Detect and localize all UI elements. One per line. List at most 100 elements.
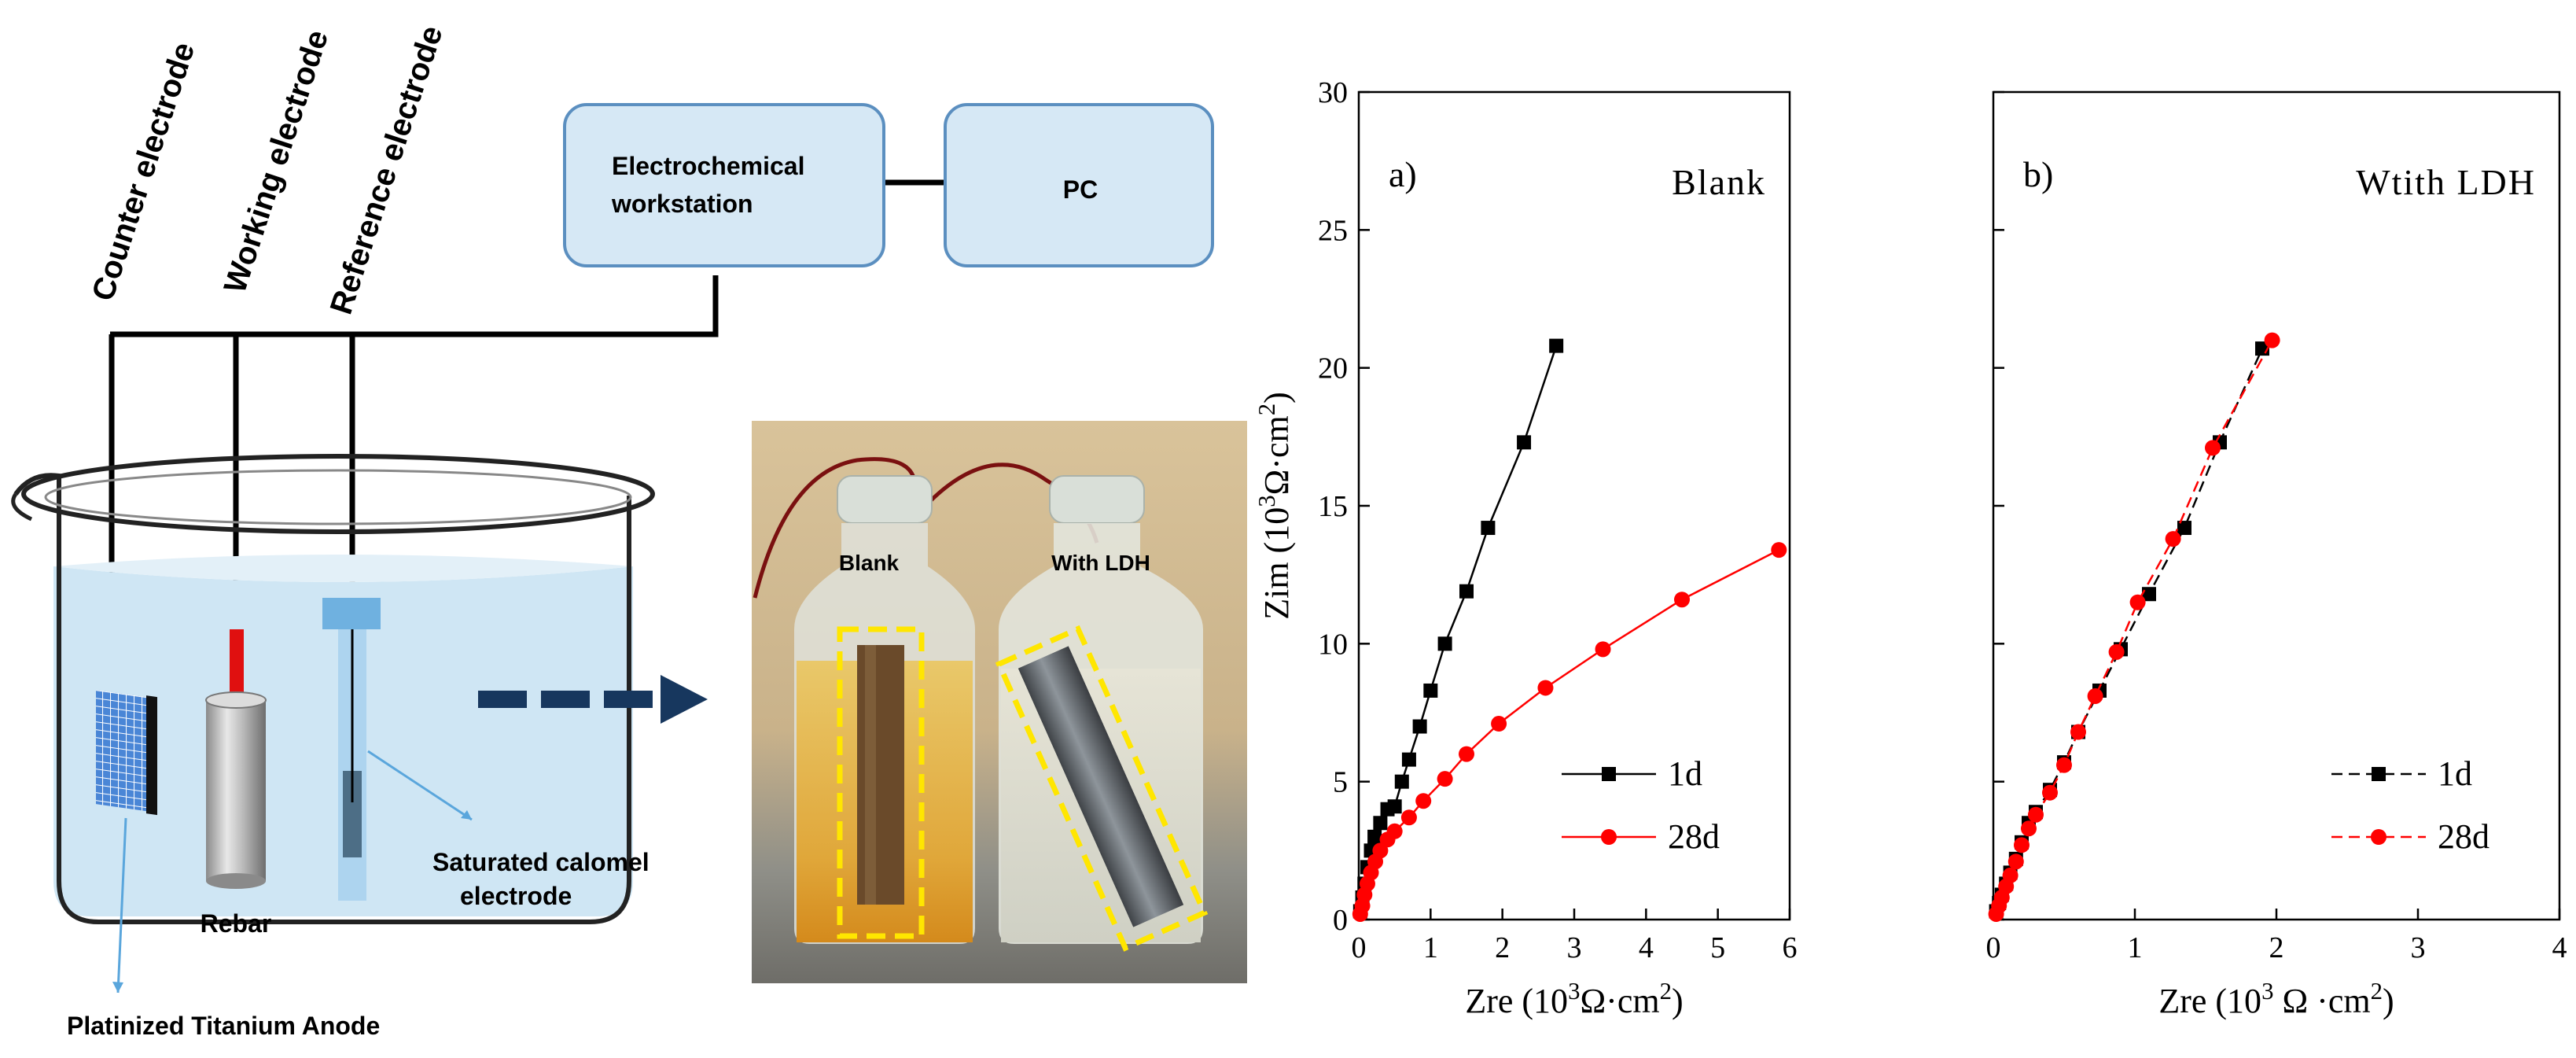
data-point-28d [2264, 332, 2280, 348]
x-tick-label: 2 [2269, 931, 2284, 964]
beaker-liquid-surface [53, 555, 633, 582]
data-point-1d [1423, 683, 1438, 698]
x-axis-label: Zre (103Ω·cm2) [1465, 978, 1683, 1020]
x-tick-label: 5 [1710, 931, 1725, 964]
y-tick-label: 15 [1318, 490, 1348, 523]
beaker-body [13, 473, 631, 924]
data-point-28d [2070, 724, 2086, 740]
left-bottle-stopper [837, 475, 933, 524]
data-point-28d [2165, 531, 2181, 547]
data-point-28d [2087, 688, 2103, 704]
anode-backplate [146, 695, 157, 816]
anode-pointer [116, 817, 127, 993]
x-tick-label: 0 [1352, 931, 1367, 964]
beaker-inner-rim [44, 469, 632, 525]
data-point-28d [1400, 809, 1417, 826]
data-point-28d [2205, 440, 2221, 456]
sce-label-2: electrode [460, 882, 572, 910]
plot-frame [1357, 90, 1791, 921]
panel-label: a) [1389, 154, 1417, 194]
sce-pointer [367, 750, 473, 821]
data-point-1d [1367, 829, 1382, 844]
legend-marker-1d [1602, 767, 1616, 781]
rebar-label: Rebar [201, 909, 272, 938]
data-point-1d [1517, 435, 1532, 450]
bus-wire [110, 275, 719, 337]
x-tick-label: 3 [1567, 931, 1582, 964]
y-tick-label: 10 [1318, 628, 1348, 661]
workstation-label-2: workstation [611, 190, 753, 218]
sce-cap [322, 598, 381, 629]
beaker-rim [21, 454, 655, 534]
data-point-28d [2042, 784, 2058, 801]
blank-rebar-highlight [865, 645, 876, 905]
photo-wire-1 [753, 457, 918, 599]
plot-frame [1992, 90, 2561, 921]
data-point-28d [1437, 771, 1453, 787]
data-point-1d [1412, 719, 1427, 734]
blank-rebar [857, 645, 904, 905]
counter-electrode-label: Counter electrode [86, 39, 202, 305]
data-point-1d [1459, 584, 1474, 599]
data-point-1d [1394, 774, 1409, 789]
data-point-28d [2129, 594, 2146, 610]
legend-marker-1d [2372, 767, 2386, 781]
anode-pointer-head [112, 982, 123, 993]
y-tick-label: 30 [1318, 76, 1348, 109]
legend-marker-28d [2371, 829, 2386, 845]
anode-label: Platinized Titanium Anode [67, 1012, 380, 1040]
dashed-arrow [478, 675, 708, 724]
data-point-1d [2142, 587, 2156, 602]
legend-label-28d: 28d [1668, 817, 1720, 856]
photo-blank-label: Blank [839, 551, 900, 575]
data-point-28d [1595, 641, 1611, 658]
data-point-1d [1437, 636, 1452, 651]
legend-label-28d: 28d [2438, 817, 2490, 856]
blank-highlight-box [837, 626, 925, 939]
data-point-28d [1459, 746, 1474, 762]
x-tick-label: 2 [1495, 931, 1510, 964]
chart-title: Wtith LDH [2356, 162, 2536, 202]
x-tick-label: 0 [1986, 931, 2001, 964]
data-point-1d [1549, 338, 1564, 353]
data-point-28d [1386, 823, 1403, 839]
platinized-anode-mesh [96, 690, 149, 812]
rebar-cylinder [206, 700, 266, 881]
x-tick-label: 4 [1639, 931, 1654, 964]
x-tick-label: 6 [1783, 931, 1798, 964]
legend-label-1d: 1d [2438, 754, 2472, 793]
data-point-28d [2056, 757, 2072, 773]
rebar-bottom [206, 873, 266, 889]
data-point-28d [2007, 853, 2024, 870]
data-point-28d [2002, 867, 2018, 883]
pc-label: PC [1063, 175, 1098, 204]
rebar-red-lead [230, 629, 244, 708]
x-tick-label: 1 [2128, 931, 2143, 964]
x-axis-label: Zre (103 Ω ·cm2) [2158, 978, 2394, 1020]
data-point-1d [2177, 521, 2191, 536]
reference-electrode-label: Reference electrode [324, 21, 450, 318]
workstation-box [563, 103, 885, 267]
data-point-1d [1401, 752, 1416, 767]
data-point-28d [2014, 837, 2030, 853]
data-point-28d [1415, 793, 1432, 809]
sample-photo: Blank With LDH [752, 421, 1247, 983]
data-point-1d [1481, 521, 1496, 536]
data-point-1d [1373, 816, 1388, 831]
data-point-28d [2021, 820, 2037, 837]
legend-label-1d: 1d [1668, 754, 1702, 793]
beaker-spout [11, 492, 33, 522]
panel-label: b) [2023, 154, 2053, 194]
x-tick-label: 4 [2552, 931, 2567, 964]
y-tick-label: 5 [1333, 766, 1348, 799]
ldh-rebar [1018, 646, 1184, 927]
y-tick-label: 25 [1318, 214, 1348, 247]
sce-pointer-head [461, 810, 472, 820]
data-point-28d [1491, 716, 1507, 732]
photo-ldh-label: With LDH [1051, 551, 1150, 575]
right-bottle-stopper [1049, 475, 1145, 524]
rebar-top [205, 691, 267, 709]
